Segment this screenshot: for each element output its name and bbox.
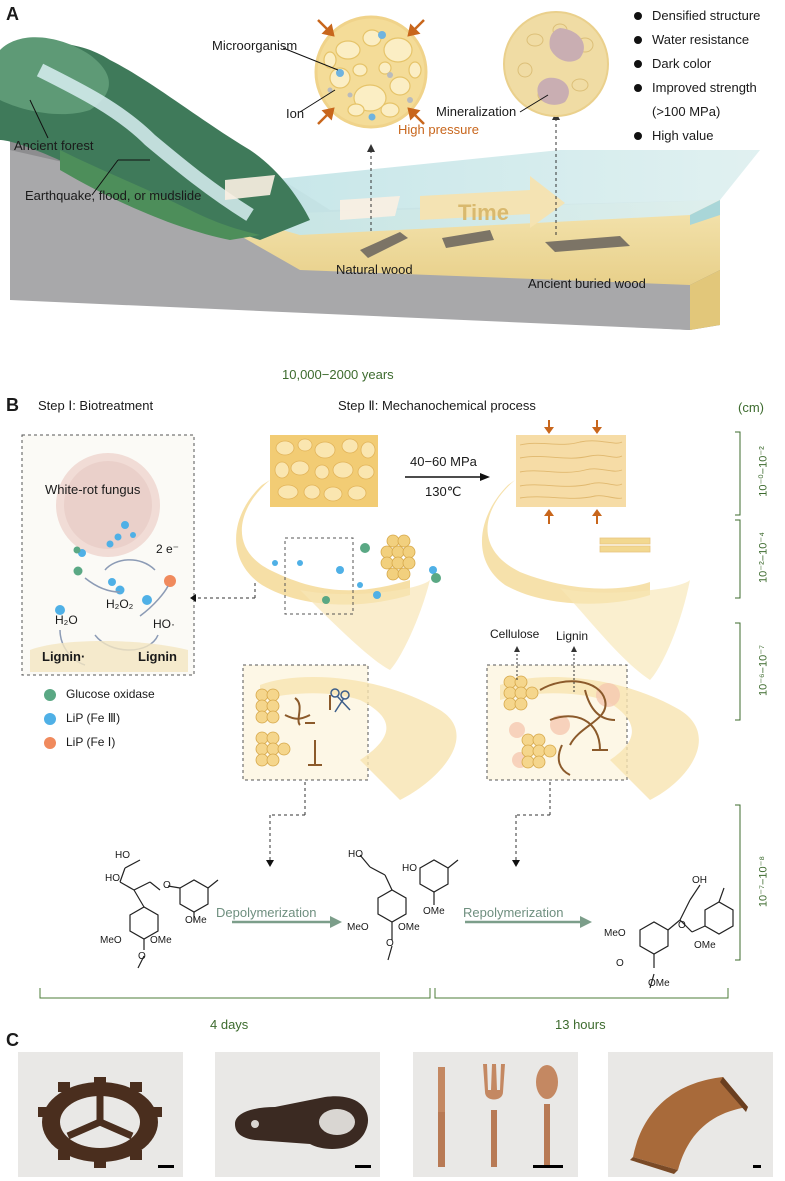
property-item: Improved strength (630, 76, 760, 100)
legend-label: Glucose oxidase (66, 687, 155, 701)
pressure-label: 40−60 MPa (410, 454, 477, 469)
panel-c-label: C (6, 1030, 19, 1050)
property-item: High value (630, 124, 760, 148)
chem-label: OMe (185, 915, 207, 926)
chem-label: O (616, 958, 624, 969)
property-list: Densified structure Water resistance Dar… (630, 4, 760, 148)
high-pressure-label: High pressure (398, 122, 479, 137)
cutlery-icon (438, 1064, 563, 1168)
duration-13-hours: 13 hours (555, 1017, 606, 1032)
panel-a-label: A (6, 4, 19, 24)
property-item: Dark color (630, 52, 760, 76)
scale-label: 10⁻²−10⁻⁴ (757, 532, 770, 583)
legend-label: LiP (Fe Ⅲ) (66, 711, 121, 725)
water-label: H₂O (55, 613, 78, 627)
timespan-label: 10,000−2000 years (282, 367, 394, 382)
cellulose-label: Cellulose (490, 627, 540, 641)
panel-b-label: B (6, 395, 19, 415)
legend-swatch (44, 688, 56, 701)
chem-label: O (138, 951, 146, 962)
duration-4-days: 4 days (210, 1017, 249, 1032)
chem-label: OMe (398, 922, 420, 933)
time-label: Time (458, 200, 509, 225)
scale-label: 10⁻⁶−10⁻⁷ (757, 645, 770, 697)
step2-title: Step Ⅱ: Mechanochemical process (338, 398, 536, 413)
process-diagram (21, 420, 741, 999)
chem-label: HO (115, 850, 130, 861)
lignin-radical-label: Lignin· (42, 649, 86, 664)
photo-cam-plate (215, 1052, 380, 1177)
photo-curved-panel (608, 1052, 773, 1177)
legend-glucose-oxidase: Glucose oxidase (44, 687, 155, 701)
chem-label: MeO (100, 935, 122, 946)
legend-swatch (44, 712, 56, 725)
temperature-label: 130℃ (425, 484, 462, 499)
legend-swatch (44, 736, 56, 749)
chem-label: OMe (648, 978, 670, 989)
microorganism-label: Microorganism (212, 38, 298, 53)
photo-gear (18, 1052, 183, 1177)
ion-label: Ion (286, 106, 305, 121)
chem-label: HO (348, 849, 363, 860)
landscape-illustration (0, 11, 760, 330)
ancient-buried-wood-label: Ancient buried wood (528, 276, 646, 291)
chem-label: HO (402, 863, 417, 874)
unit-label: (cm) (738, 400, 764, 415)
chem-label: OMe (694, 940, 716, 951)
electron-label: 2 e⁻ (156, 542, 180, 556)
peroxide-label: H₂O₂ (106, 597, 134, 611)
photo-cutlery (413, 1052, 578, 1177)
chem-label: O (163, 880, 171, 891)
hydroxyl-label: HO· (153, 617, 175, 631)
property-item: (>100 MPa) (652, 104, 721, 119)
chem-label: O (678, 920, 686, 931)
property-item: Densified structure (630, 4, 760, 28)
legend-label: LiP (Fe Ⅰ) (66, 735, 116, 749)
chem-label: MeO (347, 922, 369, 933)
chem-label: O (386, 938, 394, 949)
repolymerization-label: Repolymerization (463, 905, 564, 920)
lignin-label: Lignin (138, 649, 177, 664)
chem-label: OMe (423, 906, 445, 917)
chem-label: OMe (150, 935, 172, 946)
mineralization-label: Mineralization (436, 104, 517, 119)
legend-lip-fe1: LiP (Fe Ⅰ) (44, 735, 115, 749)
natural-wood-label: Natural wood (336, 262, 413, 277)
plate-icon (235, 1096, 371, 1168)
gear-icon (38, 1077, 174, 1168)
fungus-label: White-rot fungus (45, 482, 141, 497)
step1-title: Step Ⅰ: Biotreatment (38, 398, 154, 413)
ancient-forest-label: Ancient forest (14, 138, 94, 153)
lignin-fiber-label: Lignin (556, 629, 589, 643)
chem-label: OH (692, 875, 707, 886)
property-item: Water resistance (630, 28, 760, 52)
chem-label: HO (105, 873, 120, 884)
scale-label: 10⁻⁷−10⁻⁸ (757, 855, 770, 908)
disaster-label: Earthquake, flood, or mudslide (25, 188, 202, 203)
curved-panel-icon (630, 1077, 761, 1174)
chem-label: MeO (604, 928, 626, 939)
depolymerization-label: Depolymerization (216, 905, 317, 920)
legend-lip-fe3: LiP (Fe Ⅲ) (44, 711, 120, 725)
